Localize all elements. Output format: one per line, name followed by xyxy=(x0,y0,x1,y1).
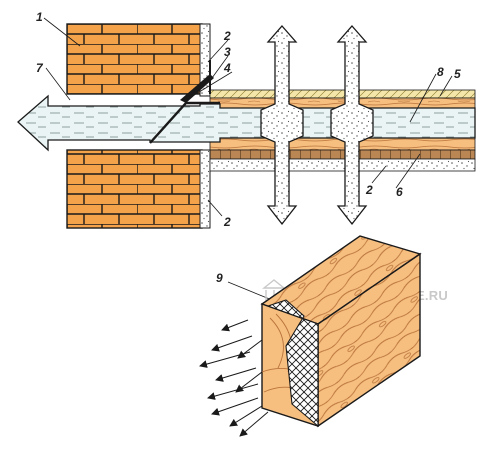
callouts xyxy=(43,17,453,301)
callout-2-right: 2 xyxy=(365,183,373,197)
callout-2-top: 2 xyxy=(223,29,231,43)
callout-1: 1 xyxy=(36,10,43,24)
callout-9: 9 xyxy=(216,271,223,285)
brick-wall xyxy=(66,23,203,229)
callout-4: 4 xyxy=(223,61,231,75)
callout-7: 7 xyxy=(36,61,44,75)
beam-end-seal xyxy=(149,60,220,144)
evaporation-arrows xyxy=(199,319,269,437)
callout-6: 6 xyxy=(396,185,403,199)
plaster-layer xyxy=(199,23,211,229)
callout-8: 8 xyxy=(437,65,444,79)
callout-5: 5 xyxy=(454,67,461,81)
beam-end-3d xyxy=(260,235,422,428)
callout-2-bottom: 2 xyxy=(223,215,231,229)
vertical-moisture-arrows xyxy=(260,25,374,226)
callout-3: 3 xyxy=(224,45,231,59)
